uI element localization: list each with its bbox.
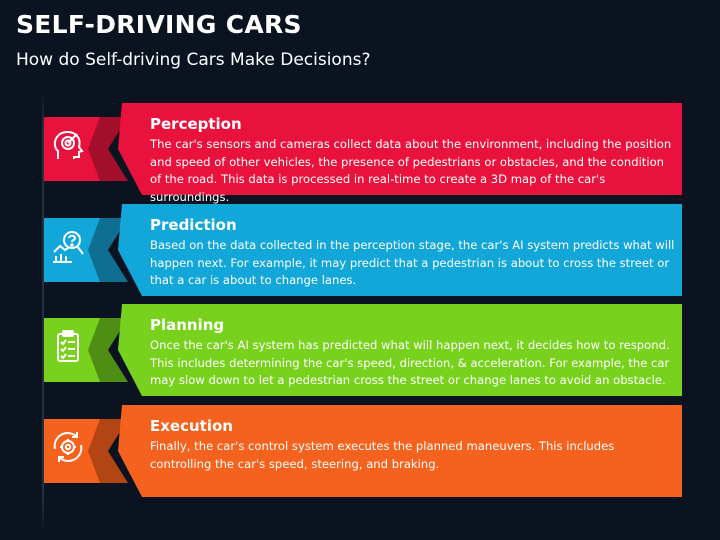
step-title: Prediction: [150, 216, 237, 234]
gear-cycle-icon: [50, 429, 86, 465]
step-description: Once the car's AI system has predicted w…: [150, 338, 670, 387]
step-prediction: Prediction Based on the data collected i…: [0, 204, 720, 296]
step-planning: Planning Once the car's AI system has pr…: [0, 304, 720, 396]
clipboard-checklist-icon: [50, 328, 86, 364]
step-title: Perception: [150, 115, 242, 133]
step-perception: Perception The car's sensors and cameras…: [0, 103, 720, 204]
step-description: Finally, the car's control system execut…: [150, 439, 615, 471]
step-title: Execution: [150, 417, 233, 435]
chart-question-icon: [50, 228, 86, 264]
timeline-spine: [42, 92, 44, 532]
head-target-icon: [50, 127, 86, 163]
page-subtitle: How do Self-driving Cars Make Decisions?: [16, 50, 371, 70]
step-execution: Execution Finally, the car's control sys…: [0, 405, 720, 497]
step-description: Based on the data collected in the perce…: [150, 238, 675, 287]
step-title: Planning: [150, 316, 225, 334]
step-shape: [44, 204, 682, 296]
page-title: SELF-DRIVING CARS: [16, 10, 302, 39]
step-description: The car's sensors and cameras collect da…: [150, 137, 672, 204]
